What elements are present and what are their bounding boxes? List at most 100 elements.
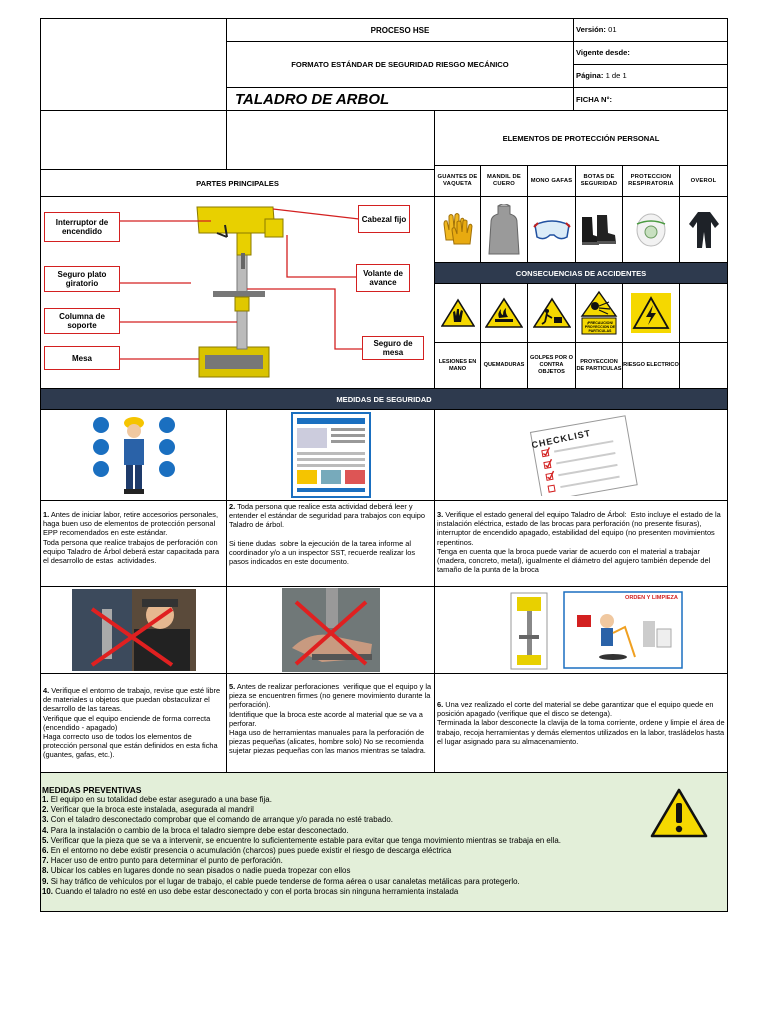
preventiva-item: 7. Hacer uso de entro punto para determi… [42, 856, 726, 866]
epp-label-3: BOTAS DE SEGURIDAD [575, 165, 623, 197]
preventiva-num: 5. [42, 835, 49, 845]
preventiva-text: Hacer uso de entro punto para determinar… [48, 856, 283, 866]
callout-text: Volante de avance [363, 269, 403, 287]
consequence-label-text: GOLPES POR O CONTRA OBJETOS [530, 355, 573, 375]
epp-icon-cell-1 [480, 196, 528, 263]
vigente-label: Vigente desde: [576, 48, 630, 57]
medida-num: 6. [437, 700, 444, 709]
burn-icon [485, 297, 523, 328]
consequences-heading-text: CONSECUENCIAS DE ACCIDENTES [515, 268, 647, 278]
preventiva-num: 1. [42, 795, 49, 804]
document-title-text: TALADRO DE ARBOL [235, 91, 390, 108]
medida-text: Toda persona que realice esta actividad … [229, 502, 425, 567]
preventiva-item: 2. Verificar que la broca este instalada… [42, 805, 726, 815]
preventiva-text: Si hay tráfico de vehículos por el lugar… [48, 876, 520, 886]
medida-text: Antes de realizar perforaciones verifiqu… [229, 682, 432, 756]
worker-drilling-icon [71, 589, 196, 671]
warning-icon [650, 788, 708, 838]
preventiva-item: 9. Si hay tráfico de vehículos por el lu… [42, 877, 726, 887]
preventiva-num: 3. [42, 815, 49, 825]
ficha-cell: FICHA N°: [573, 87, 728, 111]
image-cell-1 [40, 409, 227, 501]
consequence-label-0: LESIONES EN MANO [434, 342, 481, 389]
preventiva-num: 6. [42, 846, 49, 856]
medida-num: 1. [43, 510, 50, 519]
medida-5: 5. Antes de realizar perforaciones verif… [226, 673, 435, 773]
format-title: FORMATO ESTÁNDAR DE SEGURIDAD RIESGO MEC… [226, 41, 574, 88]
medidas-heading: MEDIDAS DE SEGURIDAD [40, 388, 728, 410]
epp-label-0: GUANTES DE VAQUETA [434, 165, 481, 197]
epp-label-4: PROTECCION RESPIRATORIA [622, 165, 680, 197]
preventiva-item: 3. Con el taladro desconectado comprobar… [42, 815, 726, 825]
medida-text: Una vez realizado el corte del material … [437, 700, 725, 746]
medida-num: 4. [43, 686, 50, 695]
consequence-icon-cell-3: ¡PRECAUCION! PROYECCION DE PARTICULAS [575, 283, 623, 343]
epp-heading: ELEMENTOS DE PROTECCIÓN PERSONAL [434, 110, 728, 166]
image-cell-3: CHECKLIST [434, 409, 728, 501]
callout-seguro-mesa: Seguro de mesa [362, 336, 424, 360]
boots-icon [582, 214, 616, 245]
consequence-label-text: QUEMADURAS [483, 362, 525, 368]
orden-title: ORDEN Y LIMPIEZA [625, 595, 678, 601]
image-cell-5 [226, 586, 435, 674]
version-label: Versión: [576, 25, 606, 34]
callout-text: Seguro plato giratorio [57, 270, 107, 288]
ficha-label: FICHA N°: [576, 95, 613, 104]
medida-6: 6. Una vez realizado el corte del materi… [434, 673, 728, 773]
page-value: 1 de 1 [605, 71, 627, 80]
preventiva-item: 4. Para la instalación o cambio de la br… [42, 826, 726, 836]
consequence-empty-cell-2 [679, 342, 728, 389]
respirator-icon [636, 213, 666, 246]
preventiva-num: 7. [42, 856, 49, 866]
image-cell-2 [226, 409, 435, 501]
drill-press-small-icon [510, 592, 548, 670]
epp-label-text: OVEROL [690, 177, 717, 184]
epp-label-text: GUANTES DE VAQUETA [437, 174, 478, 187]
particles-sign-text: ¡PRECAUCION! PROYECCION DE PARTICULAS [584, 320, 616, 334]
preventiva-num: 8. [42, 866, 49, 876]
consequence-icon-cell-1 [480, 283, 528, 343]
preventivas-section: MEDIDAS PREVENTIVAS 1. El equipo en su t… [40, 772, 728, 912]
consequence-label-2: GOLPES POR O CONTRA OBJETOS [527, 342, 576, 389]
medida-4: 4. Verifique el entorno de trabajo, revi… [40, 673, 227, 773]
preventiva-text: Cuando el taladro no esté en uso debe es… [52, 886, 459, 896]
preventiva-item: 1. El equipo en su totalidad debe estar … [42, 795, 726, 805]
consequence-icon-cell-4 [622, 283, 680, 343]
goggles-icon [532, 219, 571, 239]
preventiva-num: 10. [42, 886, 53, 896]
preventiva-item: 10. Cuando el taladro no esté en uso deb… [42, 887, 726, 897]
epp-label-1: MANDIL DE CUERO [480, 165, 528, 197]
process-text: PROCESO HSE [370, 25, 430, 35]
version-value: 01 [608, 25, 617, 34]
blank-cell-1 [40, 110, 227, 170]
consequence-label-1: QUEMADURAS [480, 342, 528, 389]
epp-label-5: OVEROL [679, 165, 728, 197]
callout-mesa: Mesa [44, 346, 120, 370]
logo-cell [40, 18, 227, 111]
medida-text: Antes de iniciar labor, retire accesorio… [43, 510, 220, 566]
document-title: TALADRO DE ARBOL [226, 87, 574, 111]
format-text: FORMATO ESTÁNDAR DE SEGURIDAD RIESGO MEC… [291, 60, 509, 69]
medida-3: 3. Verifique el estado general del equip… [434, 500, 728, 587]
medida-num: 2. [229, 502, 236, 511]
consequence-label-text: PROYECCION DE PARTICULAS [576, 358, 622, 372]
callout-lines [117, 208, 363, 360]
preventiva-text: En el entorno no debe existir presencia … [48, 846, 452, 856]
consequence-label-4: RIESGO ELECTRICO [622, 342, 680, 389]
gloves-icon [442, 212, 473, 244]
preventiva-num: 2. [42, 805, 49, 815]
image-cell-4 [40, 586, 227, 674]
worker-epp-icon [92, 417, 175, 494]
callout-interruptor: Interruptor de encendido [44, 212, 120, 242]
consequences-heading: CONSECUENCIAS DE ACCIDENTES [434, 262, 728, 284]
preventivas-heading: MEDIDAS PREVENTIVAS [42, 785, 142, 795]
callout-text: Interruptor de encendido [55, 218, 109, 236]
consequence-icon-cell-2 [527, 283, 576, 343]
struck-by-icon [532, 297, 571, 328]
particles-icon [580, 290, 618, 335]
checklist-icon [529, 415, 638, 496]
preventiva-text: El equipo en su totalidad debe estar ase… [48, 795, 272, 804]
blank-cell-2 [226, 110, 435, 170]
medida-num: 5. [229, 682, 236, 691]
medida-text: Verifique el entorno de trabajo, revise … [43, 686, 221, 760]
